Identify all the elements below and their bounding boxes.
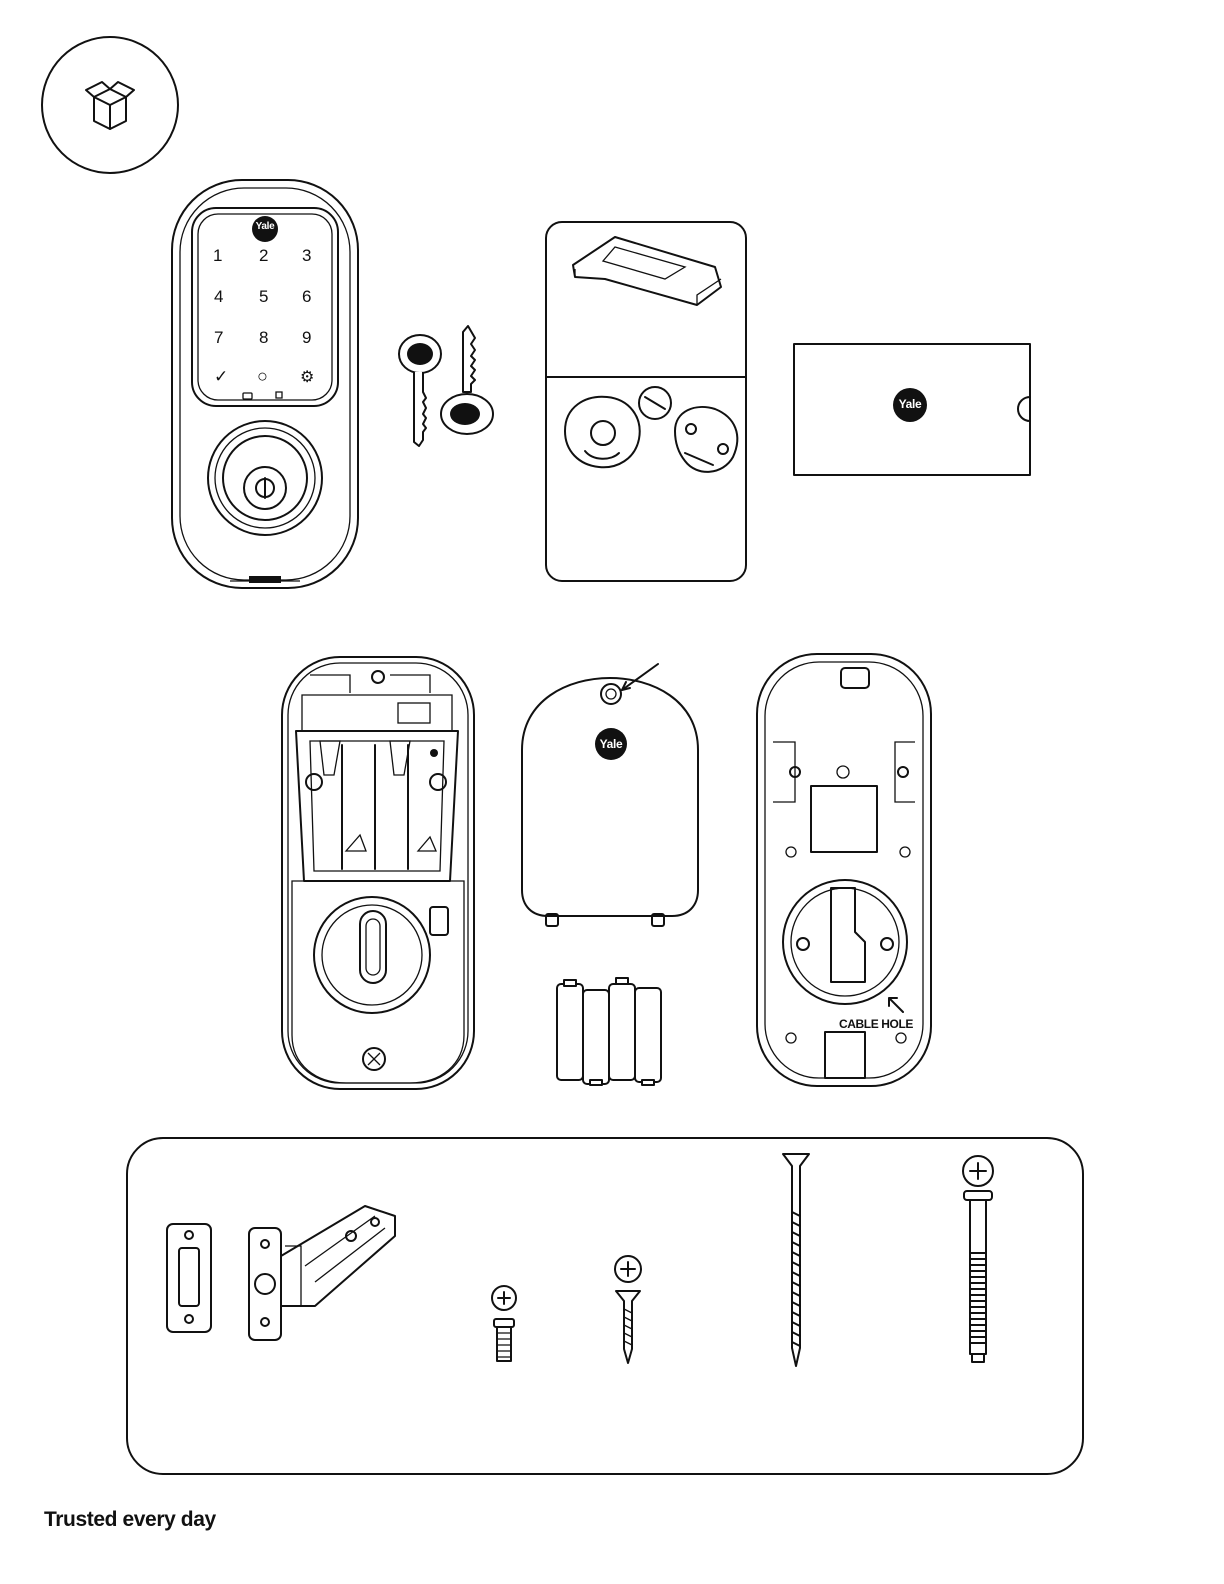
wood-screw-short [610, 1253, 646, 1365]
instruction-card: Yale [793, 343, 1032, 476]
keypad-key-0[interactable]: ○ [257, 366, 268, 387]
brand-logo-text: Yale [250, 221, 280, 232]
check-icon[interactable]: ✓ [214, 367, 228, 387]
keypad-deadbolt-front: Yale 1 2 3 4 5 6 7 8 9 ✓ ○ ⚙ [170, 178, 360, 590]
keypad-key-6[interactable]: 6 [302, 287, 311, 307]
cover-brand-logo: Yale [594, 737, 628, 751]
aa-batteries [553, 976, 667, 1086]
keypad-key-3[interactable]: 3 [302, 246, 311, 266]
strike-plate [165, 1222, 213, 1334]
card-brand-logo: Yale [893, 397, 927, 411]
mounting-plate: CABLE HOLE [755, 652, 935, 1088]
keypad-key-2[interactable]: 2 [259, 246, 268, 266]
gear-icon[interactable]: ⚙ [300, 367, 314, 387]
interior-assembly [280, 655, 476, 1091]
package-icon-badge [40, 35, 180, 175]
keys-pair [395, 322, 505, 452]
keypad-key-1[interactable]: 1 [213, 246, 222, 266]
battery-cover: Yale [518, 660, 703, 928]
keypad-key-8[interactable]: 8 [259, 328, 268, 348]
keypad-key-4[interactable]: 4 [214, 287, 223, 307]
keypad-key-7[interactable]: 7 [214, 328, 223, 348]
long-machine-bolt [958, 1153, 998, 1367]
adapter-parts-box [545, 221, 747, 583]
wood-screw-long [781, 1152, 811, 1370]
keypad-key-9[interactable]: 9 [302, 328, 311, 348]
footer-tagline: Trusted every day [44, 1508, 216, 1532]
package-box-icon [40, 35, 180, 175]
small-machine-screw [486, 1283, 522, 1365]
cable-hole-label: CABLE HOLE [839, 1017, 913, 1031]
latch-bolt [245, 1186, 405, 1346]
keypad-key-5[interactable]: 5 [259, 287, 268, 307]
